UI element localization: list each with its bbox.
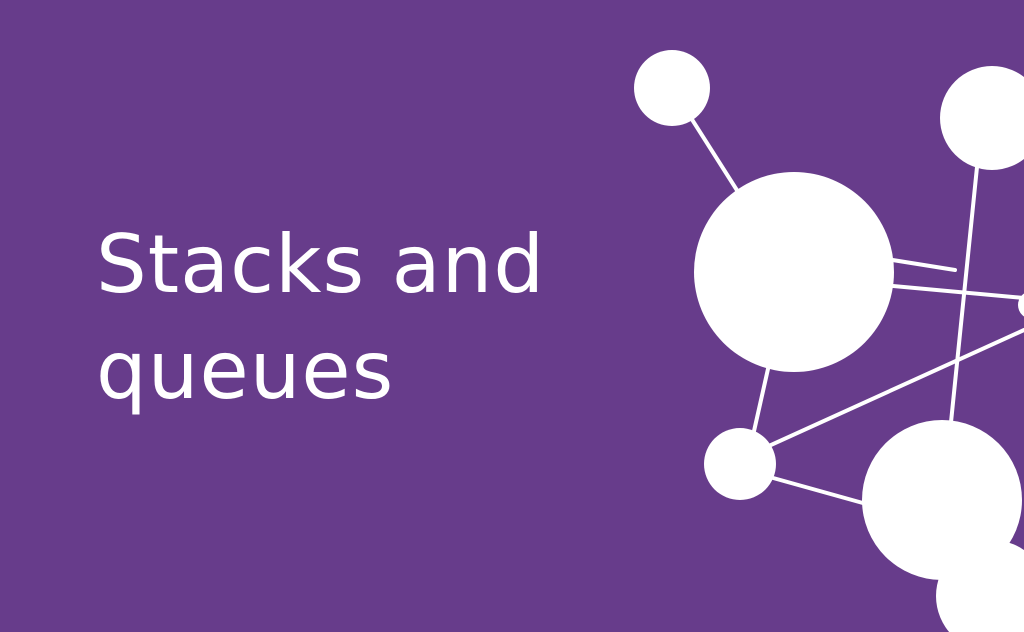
network-link — [948, 116, 984, 434]
network-node — [704, 428, 776, 500]
network-nodes — [634, 50, 1024, 632]
slide-title: Stacks and queues — [96, 212, 616, 424]
slide-title-line-1: Stacks and — [96, 218, 546, 311]
network-node — [694, 172, 894, 372]
network-node — [1018, 293, 1024, 317]
network-node — [936, 540, 1024, 632]
network-link — [764, 474, 872, 507]
network-link — [880, 283, 1024, 300]
network-link — [750, 358, 772, 442]
network-node — [862, 420, 1022, 580]
network-node — [940, 66, 1024, 170]
network-node — [634, 50, 710, 126]
slide-title-line-2: queues — [96, 324, 395, 417]
network-link — [758, 328, 1024, 452]
